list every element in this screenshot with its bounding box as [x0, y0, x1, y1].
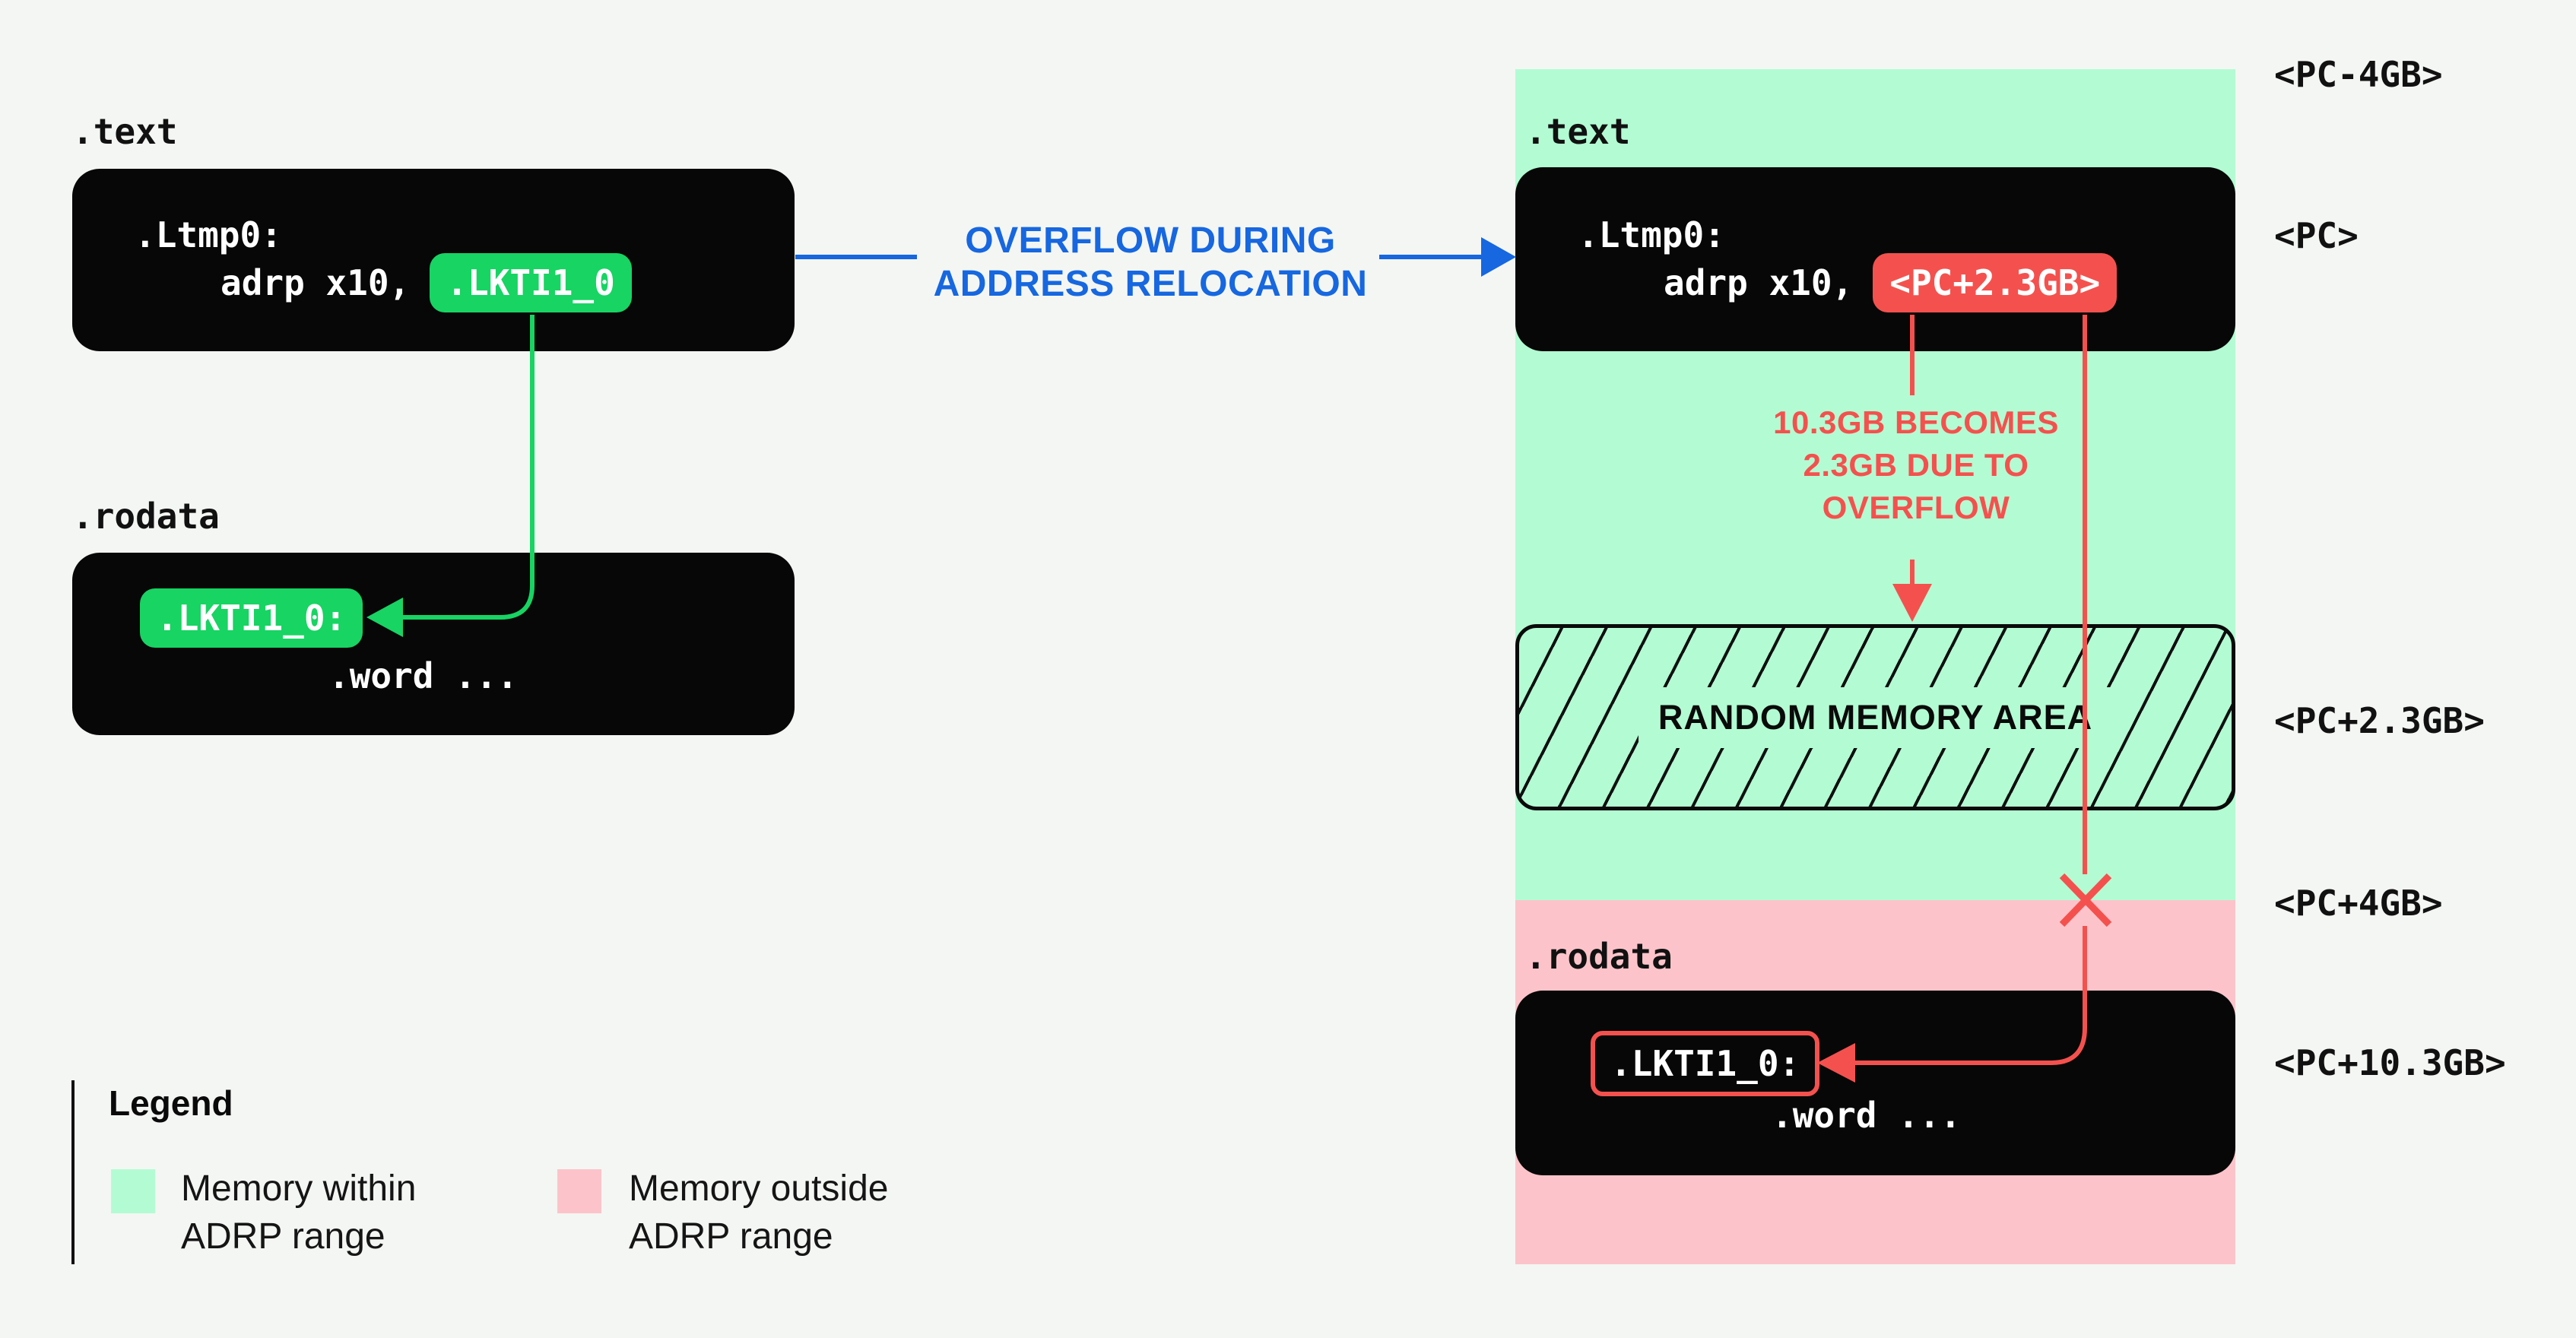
legend-label-within-line1: Memory within — [181, 1168, 417, 1209]
right-code-line-adrp: adrp x10, <PC+2.3GB> — [1664, 251, 2118, 315]
right-adrp-operand-overflowed: <PC+2.3GB> — [1873, 253, 2118, 312]
legend-label-within-range: Memory within ADRP range — [181, 1165, 416, 1260]
right-text-section-label: .text — [1525, 111, 1631, 152]
left-code-line-ltmp0: .Ltmp0: — [135, 214, 282, 255]
legend-swatch-outside-range — [557, 1169, 601, 1213]
legend-label-outside-line1: Memory outside — [629, 1168, 889, 1209]
legend-label-within-line2: ADRP range — [181, 1216, 385, 1257]
legend-title: Legend — [109, 1083, 233, 1123]
overflow-note-line3: OVERFLOW — [1822, 490, 2010, 525]
legend-label-outside-line2: ADRP range — [629, 1216, 833, 1257]
left-adrp-instruction: adrp x10, — [220, 262, 411, 303]
left-code-line-adrp: adrp x10, .LKTI1_0 — [220, 251, 632, 315]
addr-label-pc: <PC> — [2274, 215, 2359, 256]
random-memory-area-label: RANDOM MEMORY AREA — [1638, 686, 2113, 748]
addr-label-pc-plus-10-3gb: <PC+10.3GB> — [2274, 1042, 2506, 1083]
random-memory-area-box: RANDOM MEMORY AREA — [1515, 624, 2235, 810]
legend-rule — [71, 1080, 75, 1264]
addr-label-pc-plus-4gb: <PC+4GB> — [2274, 883, 2443, 924]
overflow-note-line1: 10.3GB BECOMES — [1773, 404, 2059, 440]
overflow-note-line2: 2.3GB DUE TO — [1803, 447, 2029, 483]
right-lkti-label-outlined: .LKTI1_0: — [1591, 1031, 1820, 1096]
left-lkti-label-highlight: .LKTI1_0: — [140, 588, 363, 648]
relocation-caption: OVERFLOW DURING ADDRESS RELOCATION — [912, 219, 1388, 306]
right-adrp-instruction: adrp x10, — [1664, 262, 1854, 303]
left-text-section-label: .text — [72, 111, 178, 152]
addr-label-pc-minus-4gb: <PC-4GB> — [2274, 54, 2443, 95]
legend-swatch-within-range — [111, 1169, 155, 1213]
right-rodata-section-label: .rodata — [1525, 936, 1673, 977]
legend-label-outside-range: Memory outside ADRP range — [629, 1165, 888, 1260]
blue-arrowhead-right-icon — [1481, 237, 1516, 277]
addr-label-pc-plus-2-3gb: <PC+2.3GB> — [2274, 700, 2485, 741]
relocation-caption-line2: ADDRESS RELOCATION — [933, 264, 1368, 304]
right-code-line-ltmp0: .Ltmp0: — [1578, 214, 1725, 255]
right-word-directive: .word ... — [1772, 1095, 1962, 1136]
overflow-note: 10.3GB BECOMES 2.3GB DUE TO OVERFLOW — [1673, 401, 2159, 529]
left-adrp-operand-highlight: .LKTI1_0 — [430, 253, 632, 312]
relocation-caption-line1: OVERFLOW DURING — [965, 220, 1336, 261]
left-word-directive: .word ... — [328, 655, 519, 696]
left-rodata-section-label: .rodata — [72, 496, 220, 537]
